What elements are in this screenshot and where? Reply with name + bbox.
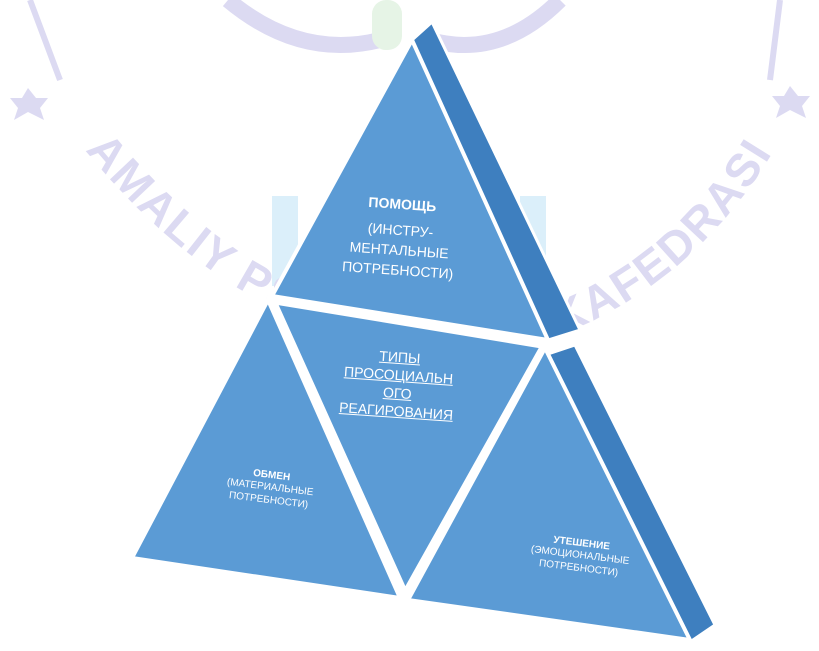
- watermark-emblem-right: [427, 0, 566, 53]
- left-triangle: [128, 295, 404, 601]
- watermark-text-right: KAFEDRASI: [543, 129, 781, 344]
- right-triangle: [404, 343, 694, 643]
- pyramid-faces: [128, 35, 694, 643]
- watermark-ring: [27, 0, 783, 82]
- top-triangle: [268, 35, 552, 343]
- watermark-text-right-path: KAFEDRASI: [543, 129, 779, 344]
- center-triangle: [265, 294, 552, 604]
- watermark-emblem-left: [222, 0, 382, 53]
- center-triangle-label: ТИПЫ ПРОСОЦИАЛЬН ОГО РЕАГИРОВАНИЯ: [316, 343, 481, 426]
- watermark-star-left: [10, 88, 48, 120]
- watermark-leaf: [372, 0, 402, 50]
- watermark-star-right: [772, 86, 810, 118]
- top-triangle-label: ПОМОЩЬ (ИНСТРУ- МЕНТАЛЬНЫЕ ПОТРЕБНОСТИ): [307, 190, 492, 286]
